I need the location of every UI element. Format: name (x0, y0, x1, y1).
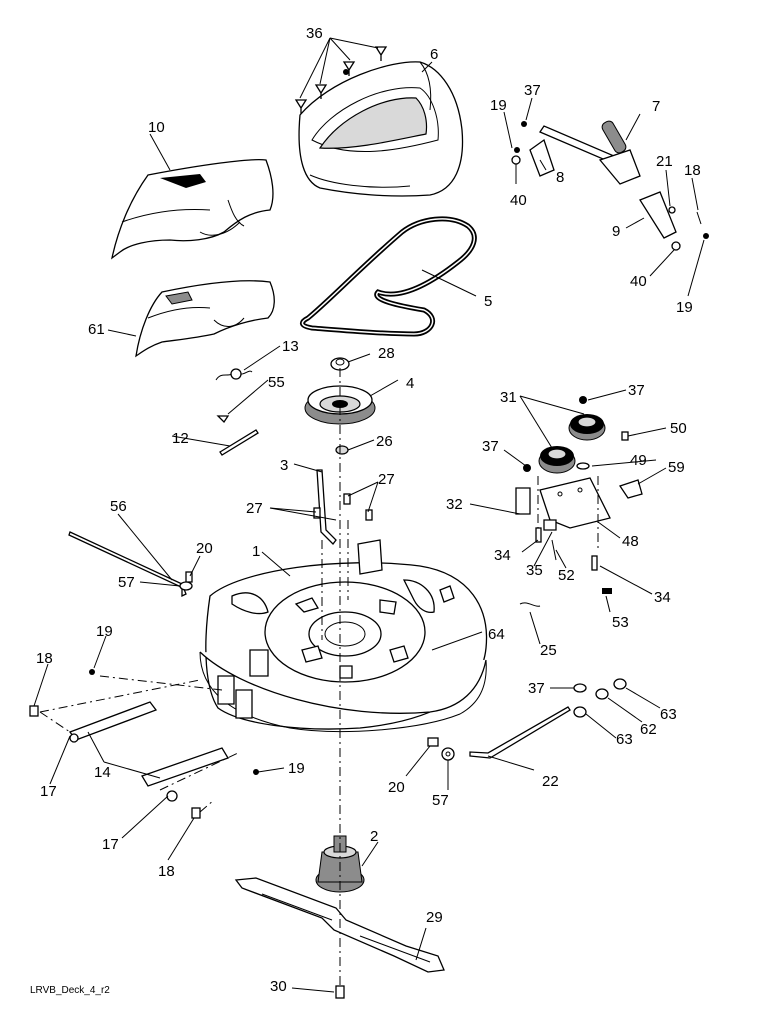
part-label-18: 18 (684, 162, 701, 179)
part-label-63: 63 (616, 731, 633, 748)
part-label-29: 29 (426, 909, 443, 926)
part-7-lever-assembly (511, 120, 709, 251)
part-label-9: 9 (612, 223, 620, 240)
part-56-rod (68, 531, 193, 598)
part-36-pins (294, 46, 388, 114)
part-label-20: 20 (388, 779, 405, 796)
part-label-49: 49 (630, 452, 647, 469)
part-label-12: 12 (172, 430, 189, 447)
part-48-bracket (515, 477, 643, 531)
part-55-pin (216, 415, 230, 424)
part-label-57: 57 (432, 792, 449, 809)
part-61-deflector (135, 280, 275, 358)
part-label-3: 3 (280, 457, 288, 474)
part-label-22: 22 (542, 773, 559, 790)
part-label-4: 4 (406, 375, 414, 392)
part-label-20: 20 (196, 540, 213, 557)
part-10-deflector-cover (111, 159, 274, 260)
part-62-63-hardware (573, 678, 627, 718)
part-label-35: 35 (526, 562, 543, 579)
part-label-50: 50 (670, 420, 687, 437)
part-34-52-hardware (535, 527, 598, 571)
part-label-37: 37 (628, 382, 645, 399)
part-label-30: 30 (270, 978, 287, 995)
part-label-56: 56 (110, 498, 127, 515)
part-14-arms (29, 669, 259, 819)
part-1-deck (199, 539, 488, 733)
part-label-7: 7 (652, 98, 660, 115)
part-label-61: 61 (88, 321, 105, 338)
part-label-37: 37 (524, 82, 541, 99)
part-label-62: 62 (640, 721, 657, 738)
part-label-19: 19 (490, 97, 507, 114)
part-label-1: 1 (252, 543, 260, 560)
part-label-18: 18 (158, 863, 175, 880)
part-53-spring (602, 588, 612, 594)
part-label-19: 19 (96, 623, 113, 640)
part-label-6: 6 (430, 46, 438, 63)
part-label-37: 37 (528, 680, 545, 697)
part-label-53: 53 (612, 614, 629, 631)
part-label-2: 2 (370, 828, 378, 845)
part-label-27: 27 (246, 500, 263, 517)
part-label-14: 14 (94, 764, 111, 781)
part-label-27: 27 (378, 471, 395, 488)
part-label-8: 8 (556, 169, 564, 186)
part-25-spring (519, 602, 541, 607)
part-label-37: 37 (482, 438, 499, 455)
part-label-5: 5 (484, 293, 492, 310)
part-label-34: 34 (494, 547, 511, 564)
part-3-guide (316, 469, 337, 545)
part-label-59: 59 (668, 459, 685, 476)
part-label-19: 19 (288, 760, 305, 777)
part-label-17: 17 (40, 783, 57, 800)
part-20-57-hardware (427, 737, 455, 761)
part-label-55: 55 (268, 374, 285, 391)
part-22-rod (469, 706, 571, 759)
part-label-63: 63 (660, 706, 677, 723)
part-label-13: 13 (282, 338, 299, 355)
part-13-spring (215, 368, 253, 381)
part-label-18: 18 (36, 650, 53, 667)
part-label-31: 31 (500, 389, 517, 406)
part-label-26: 26 (376, 433, 393, 450)
part-26-key (335, 445, 349, 455)
part-label-19: 19 (676, 299, 693, 316)
alignment-lines (39, 368, 599, 986)
part-12-rod (219, 429, 259, 456)
part-label-17: 17 (102, 836, 119, 853)
part-label-52: 52 (558, 567, 575, 584)
part-label-40: 40 (510, 192, 527, 209)
part-5-belt (300, 216, 477, 337)
part-label-21: 21 (656, 153, 673, 170)
part-label-36: 36 (306, 25, 323, 42)
part-label-34: 34 (654, 589, 671, 606)
part-label-57: 57 (118, 574, 135, 591)
part-label-48: 48 (622, 533, 639, 550)
part-6-cover (298, 61, 464, 197)
part-number-labels: 36 6 37 19 7 10 8 40 21 18 9 40 19 5 61 … (30, 25, 701, 996)
leader-lines (33, 37, 705, 993)
drawing-reference: LRVB_Deck_4_r2 (30, 985, 110, 996)
part-label-10: 10 (148, 119, 165, 136)
part-30-bolt (335, 985, 345, 999)
part-label-28: 28 (378, 345, 395, 362)
part-31-idler-pulleys (523, 396, 629, 474)
part-label-25: 25 (540, 642, 557, 659)
part-label-40: 40 (630, 273, 647, 290)
part-label-64: 64 (488, 626, 505, 643)
part-label-32: 32 (446, 496, 463, 513)
